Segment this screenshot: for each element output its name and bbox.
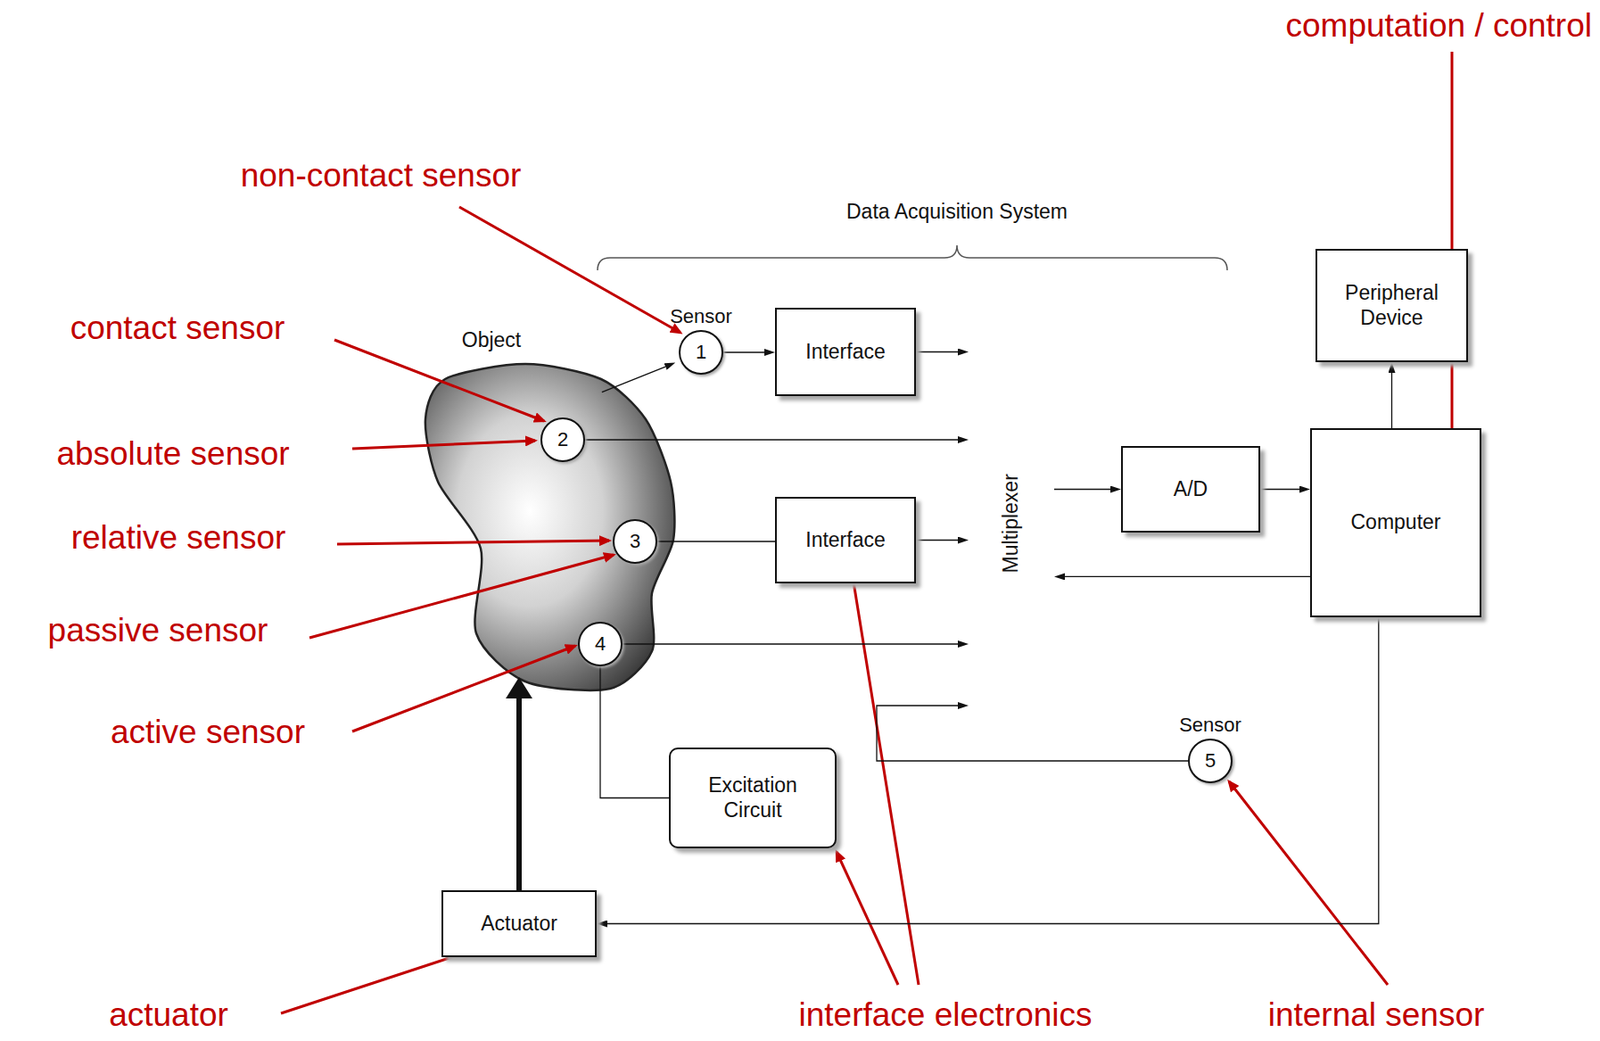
box-label: Multiplexer xyxy=(998,473,1024,573)
callout-number: 2 xyxy=(557,428,569,452)
box-label: A/D xyxy=(1173,477,1208,503)
converter-box: A/D xyxy=(1121,445,1261,533)
label-holder: contact sensor xyxy=(70,308,286,348)
heading-holder: Object xyxy=(461,328,521,354)
leader-line xyxy=(459,206,681,333)
callout-number: 5 xyxy=(1204,749,1216,773)
node-heading: Object xyxy=(461,328,521,352)
label-holder: interface electronics xyxy=(798,995,1092,1035)
heading-holder: Sensor xyxy=(1179,713,1242,737)
label-holder: active sensor xyxy=(110,712,306,752)
annotation-label: passive sensor xyxy=(48,611,269,649)
signal-wire xyxy=(1391,372,1393,429)
label-holder: internal sensor xyxy=(1268,995,1485,1035)
callout-number: 3 xyxy=(629,529,641,553)
label-holder: Data Acquisition System xyxy=(846,199,1068,225)
signal-wire xyxy=(1064,576,1311,578)
interface-box: Interface xyxy=(775,496,916,584)
annotation-label: actuator xyxy=(108,996,229,1033)
annotation-label: active sensor xyxy=(110,713,306,751)
leader-line xyxy=(1228,781,1388,985)
actuation-arrow xyxy=(516,698,522,891)
node-heading: Sensor xyxy=(1179,713,1242,736)
label-holder: passive sensor xyxy=(48,610,269,651)
sensor-circle: Sensor1 xyxy=(678,329,724,375)
box-label: Excitation Circuit xyxy=(679,773,826,823)
label-holder: computation / control xyxy=(1286,6,1592,46)
leader-line xyxy=(836,851,899,985)
system-label: Data Acquisition System xyxy=(846,199,1068,223)
box-label: Interface xyxy=(805,527,886,553)
signal-wire xyxy=(876,705,1188,761)
annotation-label: relative sensor xyxy=(71,519,287,556)
signal-wire xyxy=(915,351,958,353)
annotation-label: interface electronics xyxy=(798,996,1092,1033)
callout-number: 4 xyxy=(594,632,606,656)
computer-box: Computer xyxy=(1310,428,1482,618)
sensor-circle: Sensor5 xyxy=(1187,738,1233,784)
signal-wire xyxy=(915,539,958,541)
object-blob: Object234 xyxy=(418,356,679,694)
annotation-label: internal sensor xyxy=(1268,996,1485,1033)
label-holder: non-contact sensor xyxy=(240,156,522,196)
sensor-circle: 2 xyxy=(540,417,586,462)
actuator-box: Actuator xyxy=(441,890,597,957)
box-label: Interface xyxy=(805,339,886,365)
annotation-label: non-contact sensor xyxy=(240,156,522,194)
sensor-circle: 4 xyxy=(577,621,623,667)
brace xyxy=(597,245,1228,271)
sensor-circle: 3 xyxy=(612,519,658,564)
interface-box: Interface xyxy=(775,307,916,396)
heading-holder: Sensor xyxy=(669,305,733,329)
annotation-label: contact sensor xyxy=(70,309,286,347)
label-holder: actuator xyxy=(108,995,229,1035)
signal-wire xyxy=(1260,488,1300,490)
leader-line xyxy=(851,570,919,985)
leader-line xyxy=(280,947,482,1014)
signal-wire xyxy=(723,351,765,353)
excitation-box: Excitation Circuit xyxy=(668,747,837,849)
object-shape xyxy=(425,363,675,691)
box-label: Peripheral Device xyxy=(1326,280,1458,330)
multiplexer-box: Multiplexer xyxy=(968,309,1055,737)
peripheral-box: Peripheral Device xyxy=(1315,248,1469,363)
annotation-label: computation / control xyxy=(1286,7,1592,44)
signal-wire xyxy=(622,643,958,644)
node-heading: Sensor xyxy=(669,305,733,328)
annotation-label: absolute sensor xyxy=(56,435,289,472)
signal-wire xyxy=(607,617,1379,924)
box-label: Actuator xyxy=(480,911,558,937)
signal-wire xyxy=(657,540,776,542)
box-label: Computer xyxy=(1351,510,1442,536)
label-holder: relative sensor xyxy=(71,518,287,558)
signal-wire xyxy=(1054,488,1111,490)
callout-number: 1 xyxy=(695,340,707,364)
label-holder: absolute sensor xyxy=(56,434,289,474)
